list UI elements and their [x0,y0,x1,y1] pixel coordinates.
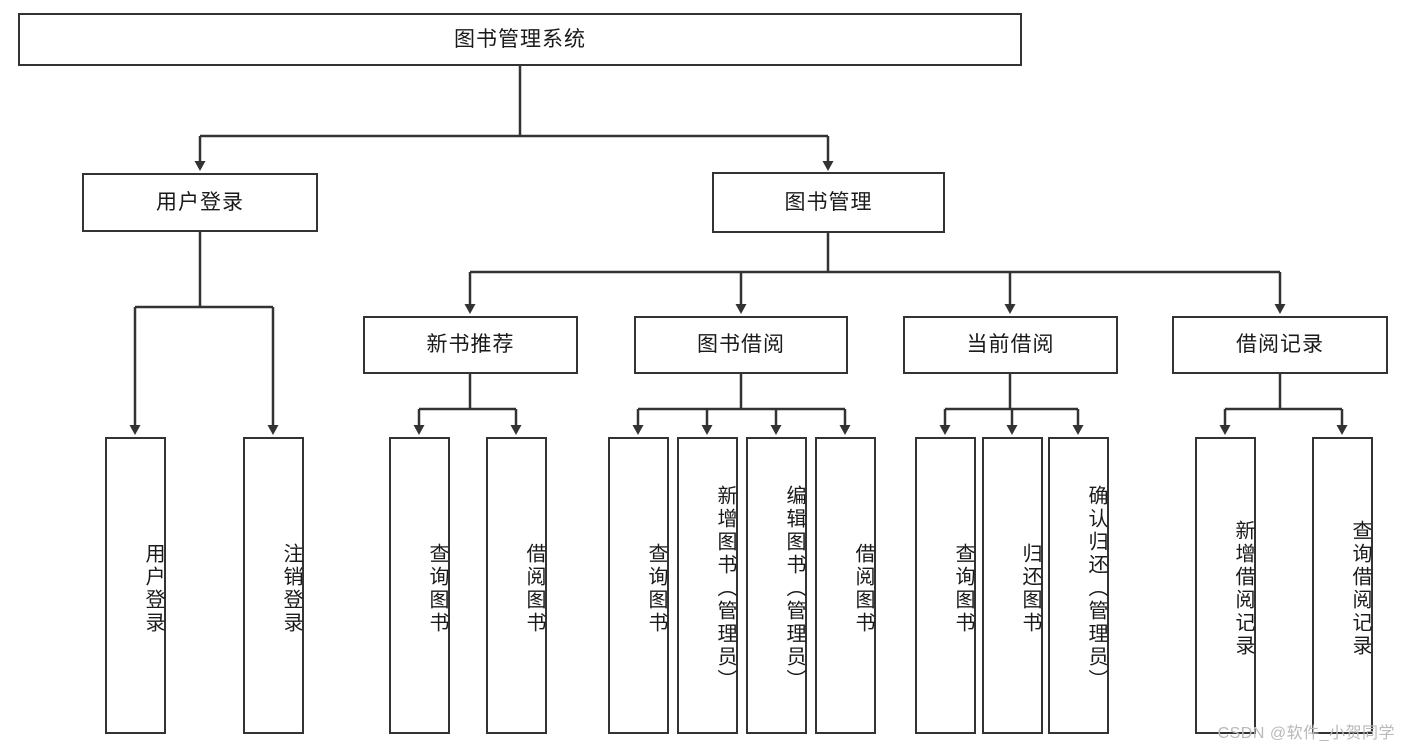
node-label: 新增借阅记录 [1232,519,1254,658]
node-label: 图书管理 [784,190,873,214]
node-label: 查询图书 [426,542,448,635]
node-label: 图书借阅 [697,333,785,357]
node-label: 查询借阅记录 [1349,519,1371,658]
node-query-book: 查询图书 [389,437,450,734]
node-label: 借阅图书 [852,542,874,635]
node-label: 编辑图书（管理员） [783,485,805,692]
node-book-borrow: 图书借阅 [634,316,848,374]
node-query-borrow-record: 查询借阅记录 [1312,437,1373,734]
node-logout: 注销登录 [243,437,304,734]
node-label: 借阅图书 [523,542,545,635]
node-label: 图书管理系统 [454,27,586,51]
node-query-book: 查询图书 [915,437,976,734]
node-label: 新书推荐 [426,333,515,357]
node-user-login: 用户登录 [82,173,318,232]
node-borrow-book: 借阅图书 [486,437,547,734]
node-add-book-admin: 新增图书（管理员） [677,437,738,734]
node-label: 确认归还（管理员） [1085,485,1107,692]
node-library-management-system: 图书管理系统 [18,13,1022,66]
node-edit-book-admin: 编辑图书（管理员） [746,437,807,734]
node-add-borrow-record: 新增借阅记录 [1195,437,1256,734]
node-borrow-book: 借阅图书 [815,437,876,734]
node-label: 查询图书 [952,542,974,635]
node-label: 借阅记录 [1236,333,1324,357]
node-query-book: 查询图书 [608,437,669,734]
node-label: 归还图书 [1019,542,1041,635]
node-label: 用户登录 [142,542,164,635]
node-label: 查询图书 [645,542,667,635]
node-current-borrow: 当前借阅 [903,316,1118,374]
node-new-book-recommend: 新书推荐 [363,316,578,374]
node-user-login: 用户登录 [105,437,166,734]
node-label: 当前借阅 [966,333,1055,357]
node-return-book: 归还图书 [982,437,1043,734]
node-label: 注销登录 [280,542,302,635]
node-label: 新增图书（管理员） [714,485,736,692]
node-book-management: 图书管理 [712,172,945,233]
node-borrow-record: 借阅记录 [1172,316,1388,374]
node-confirm-return-admin: 确认归还（管理员） [1048,437,1109,734]
node-label: 用户登录 [156,190,244,214]
csdn-watermark: CSDN @软件_小贺同学 [1217,725,1395,742]
